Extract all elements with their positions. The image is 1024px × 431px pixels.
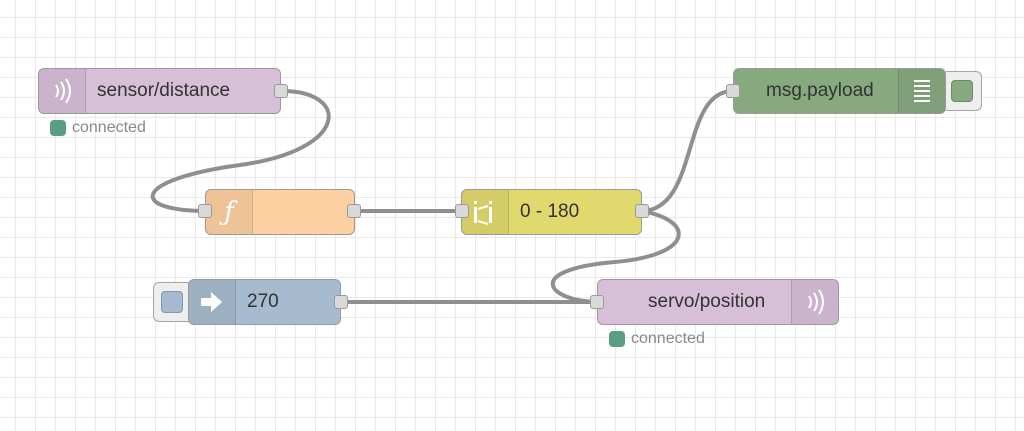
input-port[interactable]: [455, 204, 469, 218]
trigger-inner: [161, 291, 183, 313]
function-node[interactable]: ƒ: [205, 189, 355, 235]
status-indicator: connected: [609, 330, 705, 348]
inject-trigger-button[interactable]: [153, 282, 189, 322]
wifi-wave-icon: [39, 69, 86, 113]
range-icon: [462, 190, 509, 234]
wire-range-to-debug[interactable]: [640, 89, 734, 213]
node-label: 270: [247, 291, 279, 312]
list-icon: [898, 69, 945, 113]
output-port[interactable]: [347, 204, 361, 218]
node-label: servo/position: [648, 291, 766, 312]
mqtt-in-node[interactable]: sensor/distance: [38, 68, 281, 114]
node-label: msg.payload: [766, 80, 874, 101]
input-port[interactable]: [198, 204, 212, 218]
toggle-inner: [951, 80, 973, 102]
node-label: sensor/distance: [97, 80, 231, 101]
status-dot: [50, 120, 66, 136]
debug-toggle-button[interactable]: [946, 71, 982, 111]
output-port[interactable]: [635, 204, 649, 218]
input-port[interactable]: [726, 84, 740, 98]
output-port[interactable]: [334, 295, 348, 309]
wire-range-to-servo[interactable]: [550, 209, 681, 304]
range-node[interactable]: 0 - 180: [461, 189, 642, 235]
status-text: connected: [72, 119, 146, 136]
inject-node[interactable]: 270: [188, 279, 341, 325]
mqtt-out-node[interactable]: servo/position: [597, 279, 839, 325]
debug-node[interactable]: msg.payload: [733, 68, 946, 114]
arrow-right-icon: [189, 280, 236, 324]
output-port[interactable]: [274, 84, 288, 98]
wifi-wave-icon: [791, 280, 838, 324]
input-port[interactable]: [590, 295, 604, 309]
wire-mqtt-to-function[interactable]: [150, 89, 331, 213]
status-dot: [609, 331, 625, 347]
function-icon: ƒ: [206, 190, 253, 234]
status-text: connected: [631, 330, 705, 347]
status-indicator: connected: [50, 119, 146, 137]
node-label: 0 - 180: [520, 201, 580, 222]
